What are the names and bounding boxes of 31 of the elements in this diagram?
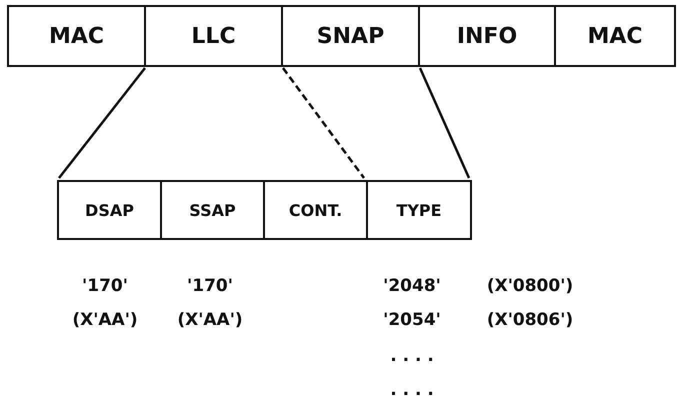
field-name: LLC xyxy=(191,24,236,48)
header-field-box xyxy=(57,180,162,240)
field-name: MAC xyxy=(48,24,104,48)
field-name: DSAP xyxy=(85,200,134,220)
frame-field-box xyxy=(7,5,146,67)
field-value: '170' xyxy=(82,276,128,296)
continuation-dots: . . . . xyxy=(390,346,434,366)
field-value: '170' xyxy=(187,276,233,296)
field-name: CONT. xyxy=(288,200,342,220)
field-name: SNAP xyxy=(316,24,384,48)
field-name: TYPE xyxy=(396,200,442,220)
header-field-box xyxy=(366,180,472,240)
frame-field-box xyxy=(554,5,676,67)
field-value: (X'0800') xyxy=(486,276,574,296)
connector-line xyxy=(58,67,146,179)
header-field-box xyxy=(160,180,265,240)
dashed-connector-line xyxy=(282,67,365,179)
frame-field-box xyxy=(281,5,420,67)
field-value: (X'AA') xyxy=(177,310,243,330)
field-value: '2048' xyxy=(383,276,441,296)
field-value: (X'0806') xyxy=(486,310,574,330)
frame-field-box xyxy=(418,5,556,67)
header-field-box xyxy=(263,180,368,240)
field-name: INFO xyxy=(456,24,518,48)
continuation-dots: . . . . xyxy=(390,380,434,400)
field-value: '2054' xyxy=(383,310,441,330)
field-value: (X'AA') xyxy=(72,310,138,330)
connector-line xyxy=(418,68,470,178)
field-name: SSAP xyxy=(189,200,236,220)
frame-field-box xyxy=(144,5,283,67)
field-name: MAC xyxy=(587,24,643,48)
